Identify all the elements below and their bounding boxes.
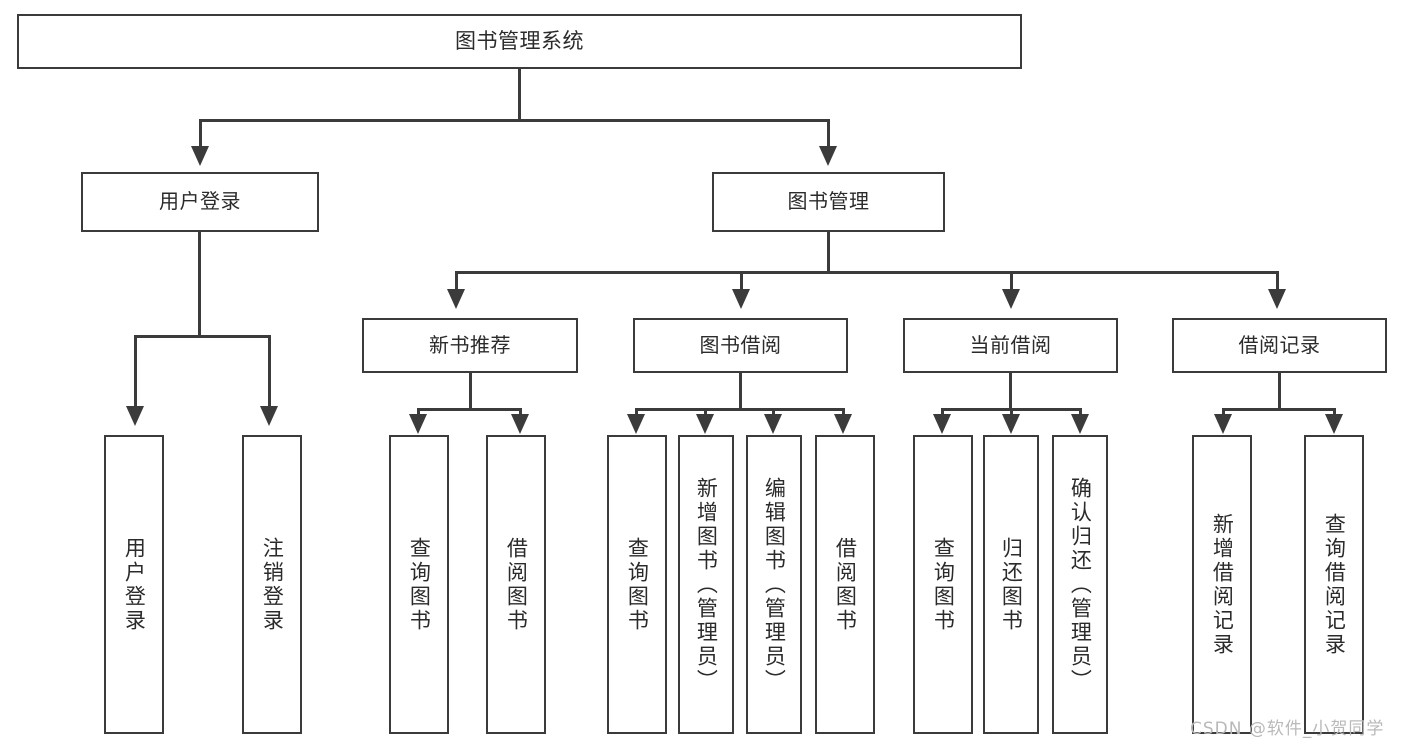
node-leaf-query-book-1[interactable]: 查询图书: [389, 435, 449, 734]
connector-book-manage-bar: [455, 271, 1279, 274]
node-leaf-query-book-1-label: 查询图书: [407, 536, 432, 633]
connector-bb-c3: [772, 408, 775, 416]
connector-borrow-record-stem: [1278, 373, 1281, 410]
arrowhead-new-book-rec: [447, 289, 465, 309]
arrowhead-leaf-borrow-book-1: [511, 414, 529, 434]
connector-to-book-borrow: [740, 271, 743, 290]
connector-root-bar: [199, 119, 830, 122]
node-root-label: 图书管理系统: [455, 29, 584, 54]
node-leaf-query-record[interactable]: 查询借阅记录: [1304, 435, 1364, 734]
arrowhead-leaf-query-book-2: [627, 414, 645, 434]
connector-cb-c1: [941, 408, 944, 416]
connector-cb-c3: [1079, 408, 1082, 416]
node-borrow-record[interactable]: 借阅记录: [1172, 318, 1387, 373]
arrowhead-book-manage: [819, 146, 837, 166]
connector-root-stem: [518, 69, 521, 121]
arrowhead-leaf-add-record: [1214, 414, 1232, 434]
node-leaf-return-book-label: 归还图书: [999, 536, 1024, 633]
node-leaf-borrow-book-1[interactable]: 借阅图书: [486, 435, 546, 734]
connector-book-borrow-bar: [635, 408, 845, 411]
node-current-borrow-label: 当前借阅: [969, 332, 1052, 357]
node-leaf-confirm-return[interactable]: 确认归还（管理员）: [1052, 435, 1108, 734]
connector-to-new-book-rec: [455, 271, 458, 290]
connector-bb-c4: [842, 408, 845, 416]
arrowhead-leaf-add-book: [696, 414, 714, 434]
node-book-manage[interactable]: 图书管理: [712, 172, 945, 232]
arrowhead-user-login: [191, 146, 209, 166]
node-leaf-add-book-label: 新增图书（管理员）: [694, 476, 719, 693]
connector-book-manage-stem: [827, 232, 830, 273]
node-leaf-add-record-label: 新增借阅记录: [1210, 512, 1235, 657]
arrowhead-leaf-query-record: [1325, 414, 1343, 434]
arrowhead-borrow-record: [1268, 289, 1286, 309]
node-new-book-rec-label: 新书推荐: [429, 332, 511, 357]
node-leaf-query-record-label: 查询借阅记录: [1322, 512, 1347, 657]
connector-user-login-right: [268, 335, 271, 407]
node-leaf-logout[interactable]: 注销登录: [242, 435, 302, 734]
connector-br-c2: [1333, 408, 1336, 416]
connector-borrow-record-bar: [1222, 408, 1335, 411]
connector-to-current-borrow: [1010, 271, 1013, 290]
arrowhead-leaf-borrow-book-2: [834, 414, 852, 434]
node-leaf-confirm-return-label: 确认归还（管理员）: [1068, 476, 1093, 693]
node-new-book-rec[interactable]: 新书推荐: [362, 318, 578, 373]
connector-root-to-user-login: [199, 119, 202, 148]
connector-nbr-c1: [417, 408, 420, 416]
arrowhead-leaf-query-book-1: [409, 414, 427, 434]
node-leaf-borrow-book-2-label: 借阅图书: [833, 536, 858, 633]
arrowhead-leaf-logout: [260, 406, 278, 426]
connector-new-book-rec-bar: [417, 408, 522, 411]
node-leaf-return-book[interactable]: 归还图书: [983, 435, 1039, 734]
node-user-login-label: 用户登录: [159, 189, 241, 214]
arrowhead-leaf-query-book-3: [933, 414, 951, 434]
node-leaf-query-book-3[interactable]: 查询图书: [913, 435, 973, 734]
connector-br-c1: [1222, 408, 1225, 416]
arrowhead-leaf-return-book: [1002, 414, 1020, 434]
arrowhead-current-borrow: [1002, 289, 1020, 309]
connector-new-book-rec-stem: [469, 373, 472, 410]
node-book-manage-label: 图书管理: [787, 189, 870, 214]
node-leaf-edit-book-label: 编辑图书（管理员）: [762, 476, 787, 693]
connector-nbr-c2: [519, 408, 522, 416]
node-leaf-query-book-2[interactable]: 查询图书: [607, 435, 667, 734]
arrowhead-leaf-edit-book: [764, 414, 782, 434]
connector-root-to-book-manage: [827, 119, 830, 148]
node-leaf-query-book-3-label: 查询图书: [931, 536, 956, 633]
connector-book-borrow-stem: [739, 373, 742, 410]
node-user-login[interactable]: 用户登录: [81, 172, 319, 232]
node-book-borrow[interactable]: 图书借阅: [633, 318, 848, 373]
node-current-borrow[interactable]: 当前借阅: [903, 318, 1118, 373]
node-leaf-user-login-label: 用户登录: [122, 536, 147, 633]
node-leaf-edit-book[interactable]: 编辑图书（管理员）: [746, 435, 802, 734]
connector-user-login-stem: [198, 232, 201, 337]
node-leaf-add-book[interactable]: 新增图书（管理员）: [678, 435, 734, 734]
connector-cb-c2: [1010, 408, 1013, 416]
node-leaf-user-login[interactable]: 用户登录: [104, 435, 164, 734]
arrowhead-leaf-confirm-return: [1071, 414, 1089, 434]
arrowhead-book-borrow: [732, 289, 750, 309]
connector-user-login-bar: [134, 335, 270, 338]
connector-current-borrow-stem: [1009, 373, 1012, 410]
node-book-borrow-label: 图书借阅: [699, 332, 782, 357]
node-leaf-borrow-book-1-label: 借阅图书: [504, 536, 529, 633]
connector-bb-c1: [635, 408, 638, 416]
node-leaf-logout-label: 注销登录: [260, 536, 285, 633]
node-borrow-record-label: 借阅记录: [1238, 332, 1321, 357]
connector-to-borrow-record: [1276, 271, 1279, 290]
connector-user-login-left: [134, 335, 137, 407]
watermark-csdn: CSDN @软件_小贺同学: [1190, 719, 1385, 739]
arrowhead-leaf-user-login: [126, 406, 144, 426]
node-leaf-add-record[interactable]: 新增借阅记录: [1192, 435, 1252, 734]
node-root[interactable]: 图书管理系统: [17, 14, 1022, 69]
node-leaf-borrow-book-2[interactable]: 借阅图书: [815, 435, 875, 734]
node-leaf-query-book-2-label: 查询图书: [625, 536, 650, 633]
connector-bb-c2: [704, 408, 707, 416]
